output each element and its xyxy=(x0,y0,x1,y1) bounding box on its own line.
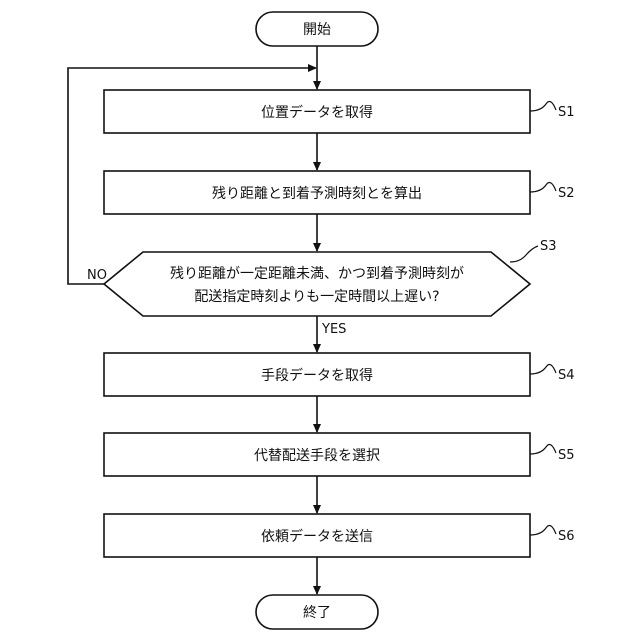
step-s6-box: 依頼データを送信 xyxy=(104,514,530,557)
step-label-s1: S1 xyxy=(558,105,575,120)
step-s5-text: 代替配送手段を選択 xyxy=(254,448,380,464)
s2-leader xyxy=(530,183,556,192)
step-s2-text: 残り距離と到着予測時刻とを算出 xyxy=(212,185,422,202)
step-s4-text: 手段データを取得 xyxy=(261,367,373,384)
step-label-s5: S5 xyxy=(558,448,575,463)
step-label-s2: S2 xyxy=(558,186,575,201)
step-s4-box: 手段データを取得 xyxy=(104,353,530,396)
step-s1-text: 位置データを取得 xyxy=(261,104,373,121)
s4-leader xyxy=(530,365,556,374)
decision-s3: 残り距離が一定距離未満、かつ到着予測時刻が 配送指定時刻よりも一定時間以上遅い? xyxy=(104,252,530,316)
yes-branch-label: YES xyxy=(321,322,346,337)
no-branch-label: NO xyxy=(87,268,107,283)
end-label: 終了 xyxy=(303,605,331,621)
s5-leader xyxy=(530,445,556,454)
end-terminal: 終了 xyxy=(256,595,378,629)
step-s2-box: 残り距離と到着予測時刻とを算出 xyxy=(104,171,530,214)
step-s5-box: 代替配送手段を選択 xyxy=(104,433,530,476)
step-s6-text: 依頼データを送信 xyxy=(261,528,373,545)
step-label-s4: S4 xyxy=(558,368,575,383)
s6-leader xyxy=(530,526,556,535)
decision-line-1: 残り距離が一定距離未満、かつ到着予測時刻が xyxy=(170,265,464,282)
step-s1-box: 位置データを取得 xyxy=(104,90,530,133)
decision-line-2: 配送指定時刻よりも一定時間以上遅い? xyxy=(194,289,439,305)
step-label-s6: S6 xyxy=(558,529,575,544)
s1-leader xyxy=(530,102,556,111)
s3-leader xyxy=(510,246,538,262)
start-label: 開始 xyxy=(303,22,331,38)
start-terminal: 開始 xyxy=(256,12,378,46)
step-label-s3: S3 xyxy=(540,239,557,254)
